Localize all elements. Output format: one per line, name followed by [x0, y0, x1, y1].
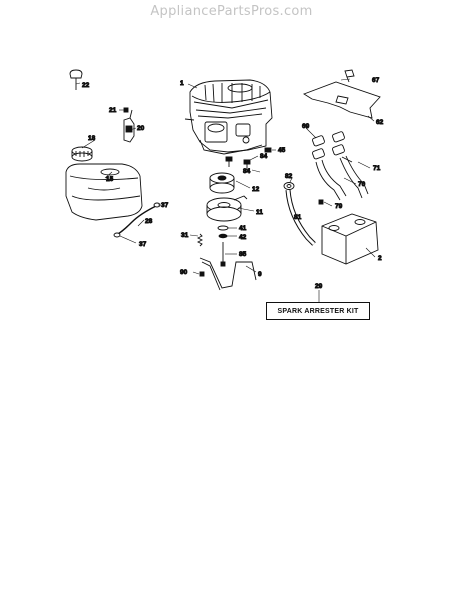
part-label-18: 18	[88, 135, 96, 142]
part-label-42: 42	[239, 234, 247, 241]
muffler-screw-part[interactable]	[318, 199, 324, 205]
part-label-41: 41	[239, 225, 247, 232]
part-label-1: 1	[180, 80, 184, 87]
part-label-45: 45	[278, 147, 286, 154]
clutch-bolt-part[interactable]	[220, 242, 226, 267]
throttle-control-part[interactable]	[123, 109, 135, 143]
part-label-31: 31	[181, 232, 189, 239]
spark-arrester-kit-label: SPARK ARRESTER KIT	[277, 307, 359, 315]
spark-arrester-kit-box[interactable]: SPARK ARRESTER KIT	[266, 302, 370, 320]
fuel-cap-part[interactable]	[71, 146, 93, 162]
part-label-22: 22	[82, 82, 90, 89]
part-label-11: 11	[256, 209, 263, 216]
part-label-67: 67	[372, 77, 380, 84]
exhaust-pipes-part[interactable]	[315, 155, 369, 201]
engine-bolt-45-part[interactable]	[264, 147, 272, 153]
engine-pulley-part[interactable]	[209, 172, 235, 194]
part-label-71: 71	[373, 165, 381, 172]
part-label-15: 15	[106, 176, 114, 183]
part-label-70: 70	[358, 181, 366, 188]
heat-shield-part[interactable]	[302, 81, 381, 119]
clutch-bracket-part[interactable]	[199, 257, 257, 291]
part-label-85: 85	[239, 251, 247, 258]
washer-41-part[interactable]	[217, 225, 229, 231]
part-label-9: 9	[258, 271, 262, 278]
part-label-69: 69	[302, 123, 310, 130]
part-label-21: 21	[109, 107, 117, 114]
washer-42-part[interactable]	[218, 233, 228, 239]
fuel-line-clamp-bottom-part[interactable]	[113, 232, 121, 238]
part-label-81: 81	[294, 214, 302, 221]
part-label-84-left: 84	[243, 168, 251, 175]
part-label-90: 90	[180, 269, 188, 276]
fuel-tank-part[interactable]	[65, 163, 143, 221]
part-label-2: 2	[378, 255, 382, 262]
part-label-62: 62	[376, 119, 384, 126]
muffler-part[interactable]	[321, 213, 379, 265]
engine-bolt-84-left-part[interactable]	[225, 156, 233, 167]
fuel-line-part[interactable]	[117, 205, 157, 235]
part-label-37-bottom: 37	[139, 241, 147, 248]
spring-part[interactable]	[196, 233, 204, 247]
part-label-12: 12	[252, 186, 260, 193]
spark-arrester-screw-part[interactable]	[344, 69, 355, 83]
control-knob-part[interactable]	[69, 69, 83, 90]
part-label-28: 28	[145, 218, 153, 225]
electric-clutch-part[interactable]	[206, 195, 248, 222]
part-label-20: 20	[137, 125, 145, 132]
exhaust-gaskets-part[interactable]	[312, 131, 345, 160]
engine-part[interactable]	[184, 79, 273, 155]
exhaust-clamp-part[interactable]	[283, 182, 295, 190]
bracket-bolt-part[interactable]	[199, 271, 205, 277]
throttle-screw-part[interactable]	[123, 107, 129, 113]
part-label-82: 82	[285, 173, 293, 180]
part-label-79: 79	[335, 203, 343, 210]
part-label-84-right: 84	[260, 153, 268, 160]
site-watermark: AppliancePartsPros.com	[150, 4, 313, 19]
engine-bolt-84-right-part[interactable]	[243, 159, 251, 170]
part-label-37-top: 37	[161, 202, 169, 209]
exhaust-elbow-part[interactable]	[285, 189, 316, 246]
part-label-29: 29	[315, 283, 323, 290]
